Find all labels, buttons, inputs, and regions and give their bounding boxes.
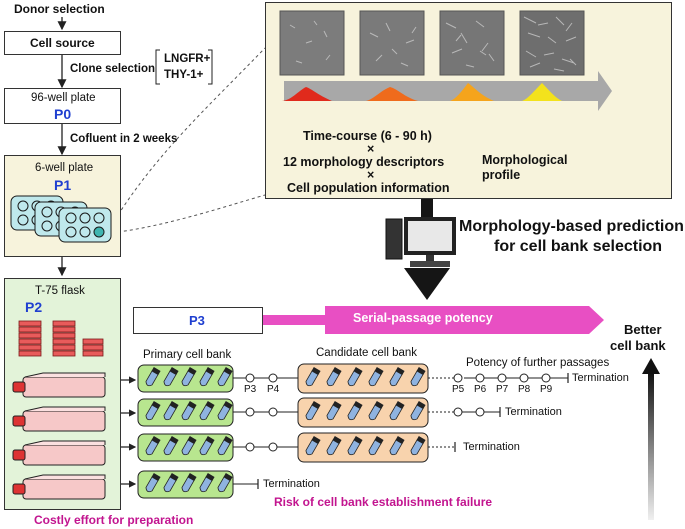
cell-tube-icon: [163, 436, 179, 456]
passage-p6: P6: [474, 384, 487, 395]
passage-p7: P7: [496, 384, 509, 395]
t75-label: T-75 flask: [35, 285, 85, 297]
t75-flasks-icon: [12, 372, 106, 500]
termination-1: Termination: [572, 372, 629, 384]
termination-2: Termination: [505, 406, 562, 418]
cell-tube-icon: [181, 367, 197, 387]
cell-tube-icon: [199, 367, 215, 387]
morphology-panel: Time-course (6 - 90 h) × 12 morphology d…: [265, 2, 672, 199]
p2-panel: T-75 flask P2: [4, 278, 121, 510]
cell-tube-icon: [181, 473, 197, 493]
prediction-line1: Morphology-based prediction: [459, 218, 684, 235]
p0-label: P0: [54, 106, 72, 122]
costly-effort-label: Costly effort for preparation: [34, 513, 194, 527]
marker-thy1: THY-1+: [164, 69, 204, 81]
risk-label: Risk of cell bank establishment failure: [274, 495, 493, 509]
termination-3: Termination: [463, 441, 520, 453]
cell-tube-icon: [410, 401, 426, 421]
passage-p3: P3: [244, 384, 257, 395]
cell-tube-icon: [145, 436, 161, 456]
cell-tube-icon: [326, 367, 342, 387]
cell-tube-icon: [389, 401, 405, 421]
passage-p5: P5: [452, 384, 465, 395]
cell-tube-icon: [347, 367, 363, 387]
serial-passage-label: Serial-passage potency: [353, 311, 493, 325]
better-line2: cell bank: [610, 338, 666, 353]
passage-p4: P4: [267, 384, 280, 395]
cell-tube-icon: [326, 436, 342, 456]
plate96-label: 96-well plate: [31, 92, 96, 104]
cell-tube-icon: [389, 367, 405, 387]
population-label: Cell population information: [287, 181, 450, 195]
termination-4: Termination: [263, 478, 320, 490]
cell-tube-icon: [145, 367, 161, 387]
profile-label-line2: profile: [482, 168, 521, 182]
cell-tube-icon: [368, 367, 384, 387]
cell-tube-icon: [368, 436, 384, 456]
cell-tube-icon: [199, 436, 215, 456]
candidate-bank-label: Candidate cell bank: [316, 347, 418, 359]
p3-label: P3: [189, 313, 205, 328]
cell-tube-icon: [181, 401, 197, 421]
cell-tube-icon: [305, 367, 321, 387]
marker-lngfr: LNGFR+: [164, 53, 211, 65]
cell-tube-icon: [347, 436, 363, 456]
cell-tube-icon: [410, 367, 426, 387]
cell-source-box: Cell source: [4, 31, 121, 55]
prediction-line2: for cell bank selection: [494, 238, 663, 255]
cell-tube-icon: [163, 367, 179, 387]
cell-tube-icon: [217, 401, 233, 421]
further-passages-label: Potency of further passages: [466, 357, 610, 369]
cell-tube-icon: [217, 473, 233, 493]
times-sign-1: ×: [367, 142, 375, 156]
p2-label: P2: [25, 299, 43, 315]
cell-tube-icon: [389, 436, 405, 456]
time-course-label: Time-course (6 - 90 h): [303, 129, 432, 143]
cell-tube-icon: [145, 473, 161, 493]
profile-label-line1: Morphological: [482, 153, 568, 167]
cell-tube-icon: [199, 473, 215, 493]
cell-tube-icon: [410, 436, 426, 456]
cell-tube-icon: [163, 401, 179, 421]
p3-box: P3: [133, 307, 263, 334]
times-sign-2: ×: [367, 168, 375, 182]
cell-tube-icon: [181, 436, 197, 456]
primary-bank-label: Primary cell bank: [143, 349, 232, 361]
cell-source-label: Cell source: [30, 36, 95, 50]
clone-selection-label: Clone selection: [70, 63, 155, 75]
p1-panel: 6-well plate P1: [4, 155, 121, 257]
descriptors-label: 12 morphology descriptors: [283, 155, 445, 169]
plate96-box: 96-well plate P0: [4, 88, 121, 124]
cell-tube-icon: [145, 401, 161, 421]
cell-tube-icon: [368, 401, 384, 421]
passage-p9: P9: [540, 384, 553, 395]
confluent-label: Cofluent in 2 weeks: [70, 133, 178, 145]
cell-tube-icon: [199, 401, 215, 421]
cell-tube-icon: [347, 401, 363, 421]
plate6-label: 6-well plate: [35, 162, 94, 174]
cell-tube-icon: [217, 436, 233, 456]
cell-tube-icon: [326, 401, 342, 421]
cell-tube-icon: [163, 473, 179, 493]
six-well-plates-icon: [10, 195, 112, 243]
donor-selection-label: Donor selection: [14, 2, 105, 16]
p1-label: P1: [54, 177, 72, 193]
cell-tube-icon: [305, 401, 321, 421]
better-line1: Better: [624, 322, 662, 337]
morphology-images: [279, 10, 612, 111]
passage-p8: P8: [518, 384, 531, 395]
flask-stacks-icon: [18, 320, 104, 357]
cell-tube-icon: [305, 436, 321, 456]
cell-tube-icon: [217, 367, 233, 387]
